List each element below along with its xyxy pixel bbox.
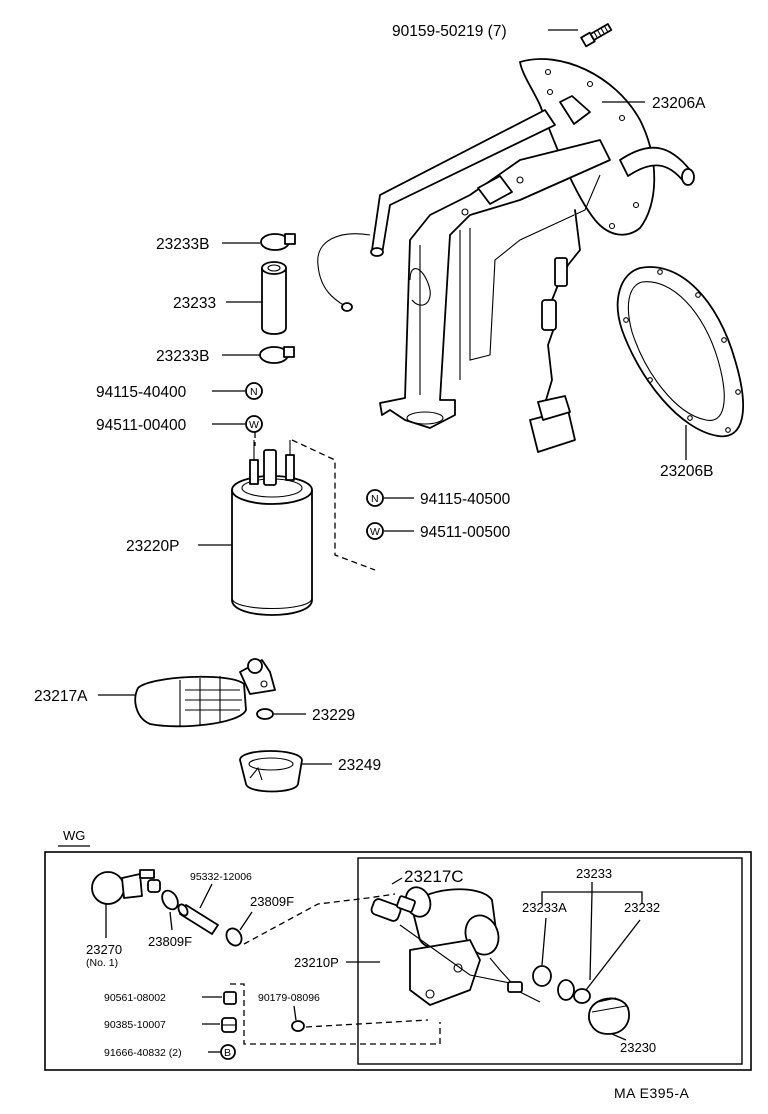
wg-clamp-part [532,965,552,987]
label-wg-pump: 23210P [294,955,339,970]
label-wg-damper: 23270 [86,942,122,957]
wg-p2-part [221,1017,237,1033]
leader-wg-clamp [541,917,547,966]
wg-cap-part [588,997,630,1035]
leader-wg-hose-top [199,883,213,909]
leader-wg-clamp-right [239,911,253,931]
section-code: WG [63,828,85,843]
label-wg-p2: 90385-10007 [104,1019,166,1031]
pump-bracket-part [317,58,695,453]
gasket-part [616,266,744,438]
washer-right-symbol: W [370,526,380,538]
label-clamp-bottom: 23233B [156,348,209,365]
label-pump-bracket: 23206A [652,95,706,112]
leader-wg-grommet [585,919,641,991]
hose-part [261,261,287,335]
label-nut-right: 94115-40500 [420,491,511,508]
wg-dashed-bracket-link [230,983,441,1045]
wg-outer-frame [44,851,752,1071]
washer-right-part [366,522,384,540]
label-fuel-pump: 23220P [126,538,179,555]
wg-pump-part [370,886,541,1006]
label-washer-left: 94511-00400 [96,417,187,434]
label-wg-strainer: 23217C [404,867,464,886]
label-wg-p1: 90561-08002 [104,992,166,1004]
nut-right-part [366,489,384,507]
washer-left-symbol: W [249,419,259,431]
label-wg-hose-top: 95332-12006 [190,871,252,883]
bolt-part [580,23,613,48]
label-clamp-top: 23233B [156,236,209,253]
label-wg-p3: 91666-40832 (2) [104,1047,182,1059]
strainer-part [134,658,276,728]
label-wg-clamp: 23233A [522,900,567,915]
wg-hose-part [557,979,575,1001]
leader-wg-p4 [293,1005,297,1021]
label-wg-damper-note: (No. 1) [86,957,118,969]
label-bolt: 90159-50219 (7) [392,23,507,40]
wg-grommet-part [573,988,591,1004]
label-hose: 23233 [173,295,216,312]
label-strainer: 23217A [34,688,88,705]
leader-wg-cap [611,1033,627,1041]
wg-clamp-left-part [161,889,179,911]
leader-wg-strainer [391,877,403,885]
wg-clamp-right-part [225,927,243,947]
fuel-pump-part [231,440,313,616]
wg-p1-part [223,991,237,1005]
wg-dashed-hose-link [243,893,396,945]
label-wg-cap: 23230 [620,1040,656,1055]
dashed-pump-link [254,432,376,571]
wg-hose-top-part [177,903,219,935]
wg-p3-part [220,1044,236,1060]
wg-p4-part [291,1020,305,1032]
label-wg-clamp-right: 23809F [250,894,294,909]
leader-wg-hose-bracket [541,882,643,981]
clamp-bottom-part [259,346,295,364]
diagram-code: MA E395-A [614,1085,689,1101]
cushion-part [239,750,303,793]
nut-right-symbol: N [371,493,379,505]
label-wg-clamp-left: 23809F [148,934,192,949]
wg-inner-frame [357,857,743,1065]
label-wg-hose: 23233 [576,866,612,881]
label-wg-p4: 90179-08096 [258,992,320,1004]
clip-part [256,708,274,720]
wg-p3-symbol: B [224,1047,231,1059]
washer-left-part [245,415,263,433]
label-wg-grommet: 23232 [624,900,660,915]
nut-left-symbol: N [250,386,258,398]
nut-left-part [245,382,263,400]
label-cushion: 23249 [338,757,381,774]
wg-dashed-screw-link [305,1019,429,1028]
label-nut-left: 94115-40400 [96,384,187,401]
label-clip: 23229 [312,707,355,724]
leader-wg-clamp-left [169,911,173,931]
wg-damper-part [91,869,161,905]
label-washer-right: 94511-00500 [420,524,511,541]
label-gasket: 23206B [660,463,713,480]
clamp-top-part [260,233,296,251]
